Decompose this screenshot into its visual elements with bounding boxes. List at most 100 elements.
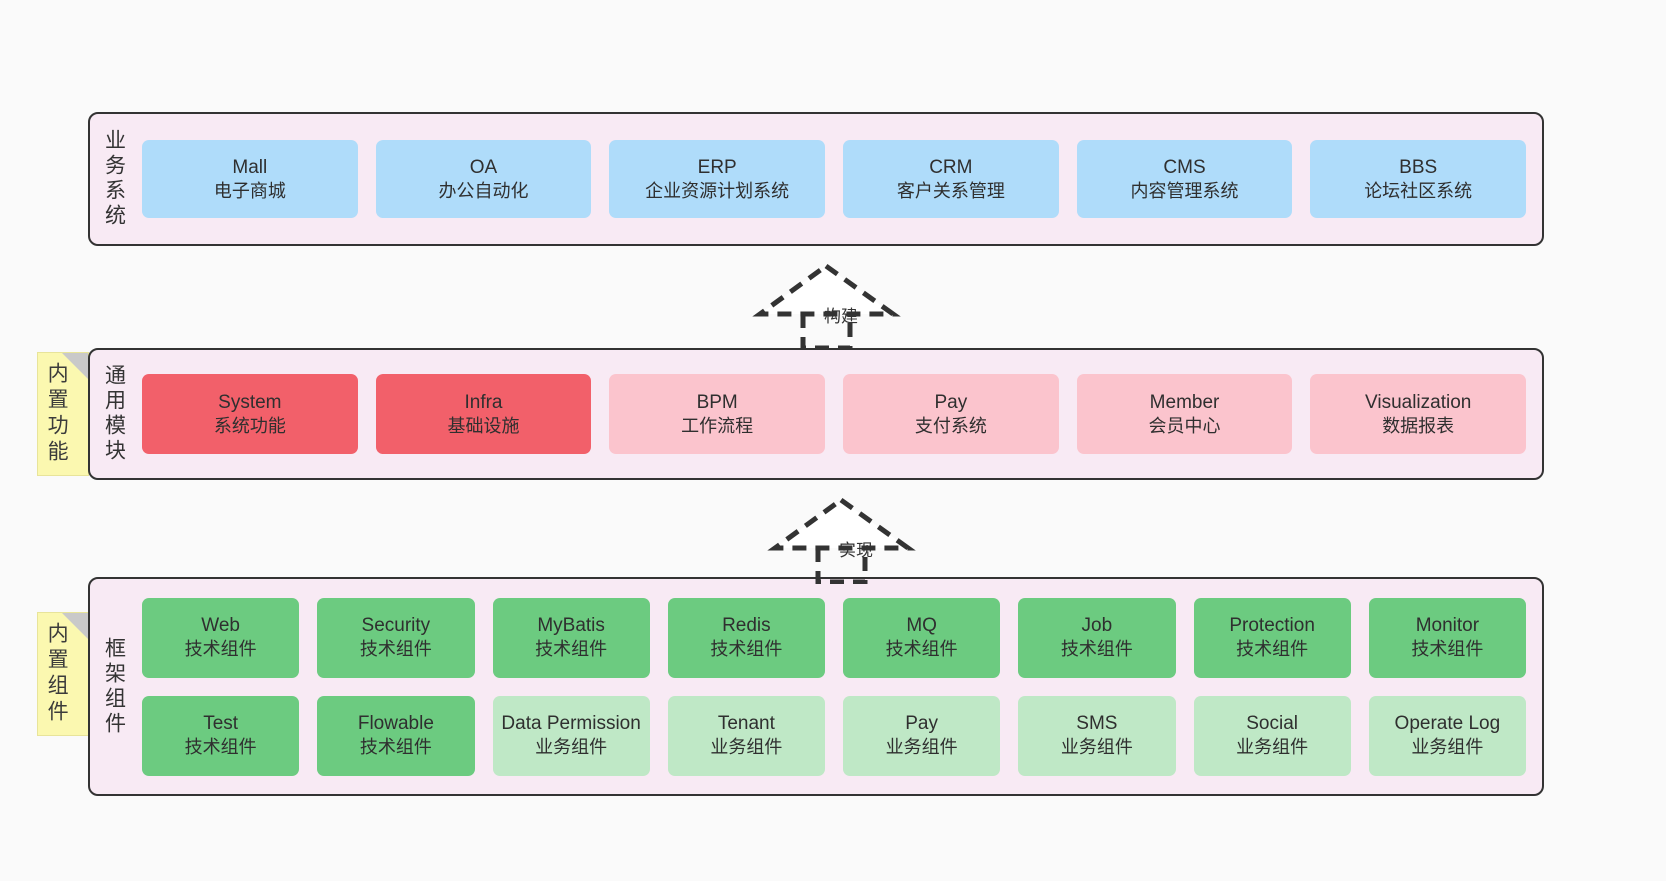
card-subtitle: 技术组件 <box>885 639 958 660</box>
builtin-component-note-label: 内置组件 <box>45 622 69 726</box>
card-visualization[interactable]: Visualization 数据报表 <box>1310 374 1527 454</box>
card-subtitle: 业务组件 <box>885 737 958 758</box>
builtin-function-note-label: 内置功能 <box>45 362 69 466</box>
builtin-component-note: 内置组件 <box>37 612 89 736</box>
card-title: Infra <box>464 391 503 413</box>
card-subtitle: 技术组件 <box>1060 639 1133 660</box>
card-mall[interactable]: Mall 电子商城 <box>142 140 358 218</box>
card-title: MQ <box>906 615 937 637</box>
card-title: OA <box>469 156 498 178</box>
card-subtitle: 内容管理系统 <box>1130 180 1239 201</box>
card-title: Pay <box>905 713 938 735</box>
card-title: Mall <box>232 156 268 178</box>
card-mybatis[interactable]: MyBatis 技术组件 <box>492 597 650 678</box>
framework-biz-row: Test 技术组件 Flowable 技术组件 Data Permission … <box>142 695 1526 776</box>
card-crm[interactable]: CRM 客户关系管理 <box>843 140 1059 218</box>
layer-business-systems-label: 业务系统 <box>102 129 126 229</box>
card-title: Member <box>1149 391 1220 413</box>
card-subtitle: 论坛社区系统 <box>1364 180 1473 201</box>
card-flowable[interactable]: Flowable 技术组件 <box>317 695 475 776</box>
card-redis[interactable]: Redis 技术组件 <box>667 597 825 678</box>
card-title: Job <box>1081 615 1113 637</box>
card-subtitle: 业务组件 <box>1236 737 1309 758</box>
card-subtitle: 业务组件 <box>1411 737 1484 758</box>
card-title: Tenant <box>717 713 775 735</box>
implement-connector-label: 实现 <box>839 541 873 560</box>
card-job[interactable]: Job 技术组件 <box>1018 597 1176 678</box>
card-infra[interactable]: Infra 基础设施 <box>375 374 592 454</box>
card-subtitle: 技术组件 <box>184 737 257 758</box>
card-protection[interactable]: Protection 技术组件 <box>1193 597 1351 678</box>
card-title: SMS <box>1076 713 1118 735</box>
card-subtitle: 工作流程 <box>681 415 754 436</box>
card-title: System <box>218 391 282 413</box>
card-system[interactable]: System 系统功能 <box>142 374 358 454</box>
card-subtitle: 会员中心 <box>1148 415 1221 436</box>
card-title: Data Permission <box>501 713 641 735</box>
card-subtitle: 企业资源计划系统 <box>645 180 790 201</box>
layer-framework-components: 框架组件 Web 技术组件 Security 技术组件 MyBatis 技术组件… <box>88 577 1544 796</box>
card-subtitle: 技术组件 <box>359 737 432 758</box>
card-social[interactable]: Social 业务组件 <box>1193 695 1351 776</box>
card-bpm[interactable]: BPM 工作流程 <box>609 374 826 454</box>
card-title: Monitor <box>1415 615 1480 637</box>
layer-business-systems-body: Mall 电子商城 OA 办公自动化 ERP 企业资源计划系统 CRM 客户关系… <box>138 114 1542 244</box>
card-mq[interactable]: MQ 技术组件 <box>843 597 1001 678</box>
implement-arrow-icon <box>767 496 916 585</box>
card-security[interactable]: Security 技术组件 <box>317 597 475 678</box>
card-sms[interactable]: SMS 业务组件 <box>1018 695 1176 776</box>
card-subtitle: 技术组件 <box>359 639 432 660</box>
card-title: BPM <box>696 391 738 413</box>
layer-common-modules-label: 通用模块 <box>102 364 126 464</box>
card-subtitle: 业务组件 <box>1060 737 1133 758</box>
card-title: BBS <box>1399 156 1438 178</box>
card-title: Redis <box>722 615 771 637</box>
card-title: Protection <box>1229 615 1315 637</box>
card-subtitle: 业务组件 <box>535 737 608 758</box>
note-fold-icon <box>62 353 88 379</box>
card-title: Social <box>1246 713 1298 735</box>
card-title: CRM <box>929 156 973 178</box>
card-subtitle: 技术组件 <box>184 639 257 660</box>
card-web[interactable]: Web 技术组件 <box>142 597 300 678</box>
card-pay-module[interactable]: Pay 支付系统 <box>843 374 1059 454</box>
card-subtitle: 系统功能 <box>213 415 286 436</box>
card-subtitle: 电子商城 <box>213 180 286 201</box>
card-subtitle: 基础设施 <box>447 415 520 436</box>
layer-common-modules-body: System 系统功能 Infra 基础设施 BPM 工作流程 Pay 支付系统… <box>138 350 1542 478</box>
card-title: Security <box>361 615 431 637</box>
card-subtitle: 数据报表 <box>1382 415 1455 436</box>
build-arrow-icon <box>752 262 901 351</box>
card-title: MyBatis <box>537 615 605 637</box>
build-connector: 构建 <box>740 258 920 351</box>
card-subtitle: 技术组件 <box>710 639 783 660</box>
card-data-permission[interactable]: Data Permission 业务组件 <box>492 695 650 776</box>
implement-connector: 实现 <box>755 492 935 585</box>
card-erp[interactable]: ERP 企业资源计划系统 <box>609 140 826 218</box>
card-pay-component[interactable]: Pay 业务组件 <box>843 695 1001 776</box>
card-title: Flowable <box>357 713 434 735</box>
card-test[interactable]: Test 技术组件 <box>142 695 300 776</box>
common-modules-row: System 系统功能 Infra 基础设施 BPM 工作流程 Pay 支付系统… <box>142 374 1527 454</box>
card-monitor[interactable]: Monitor 技术组件 <box>1368 597 1526 678</box>
card-subtitle: 支付系统 <box>914 415 987 436</box>
card-tenant[interactable]: Tenant 业务组件 <box>667 695 825 776</box>
card-subtitle: 办公自动化 <box>438 180 529 201</box>
card-title: Pay <box>934 391 968 413</box>
card-operate-log[interactable]: Operate Log 业务组件 <box>1368 695 1526 776</box>
card-bbs[interactable]: BBS 论坛社区系统 <box>1310 140 1527 218</box>
layer-common-modules: 通用模块 System 系统功能 Infra 基础设施 BPM 工作流程 Pay… <box>88 348 1544 480</box>
build-connector-label: 构建 <box>824 307 858 326</box>
card-cms[interactable]: CMS 内容管理系统 <box>1076 140 1293 218</box>
card-subtitle: 技术组件 <box>535 639 608 660</box>
card-oa[interactable]: OA 办公自动化 <box>375 140 592 218</box>
layer-business-systems: 业务系统 Mall 电子商城 OA 办公自动化 ERP 企业资源计划系统 CRM… <box>88 112 1544 246</box>
card-subtitle: 业务组件 <box>710 737 783 758</box>
note-fold-icon <box>62 613 88 639</box>
layer-framework-components-label: 框架组件 <box>102 636 126 737</box>
business-systems-row: Mall 电子商城 OA 办公自动化 ERP 企业资源计划系统 CRM 客户关系… <box>142 140 1527 218</box>
card-subtitle: 技术组件 <box>1411 639 1484 660</box>
card-member[interactable]: Member 会员中心 <box>1076 374 1293 454</box>
card-title: Visualization <box>1365 391 1472 413</box>
